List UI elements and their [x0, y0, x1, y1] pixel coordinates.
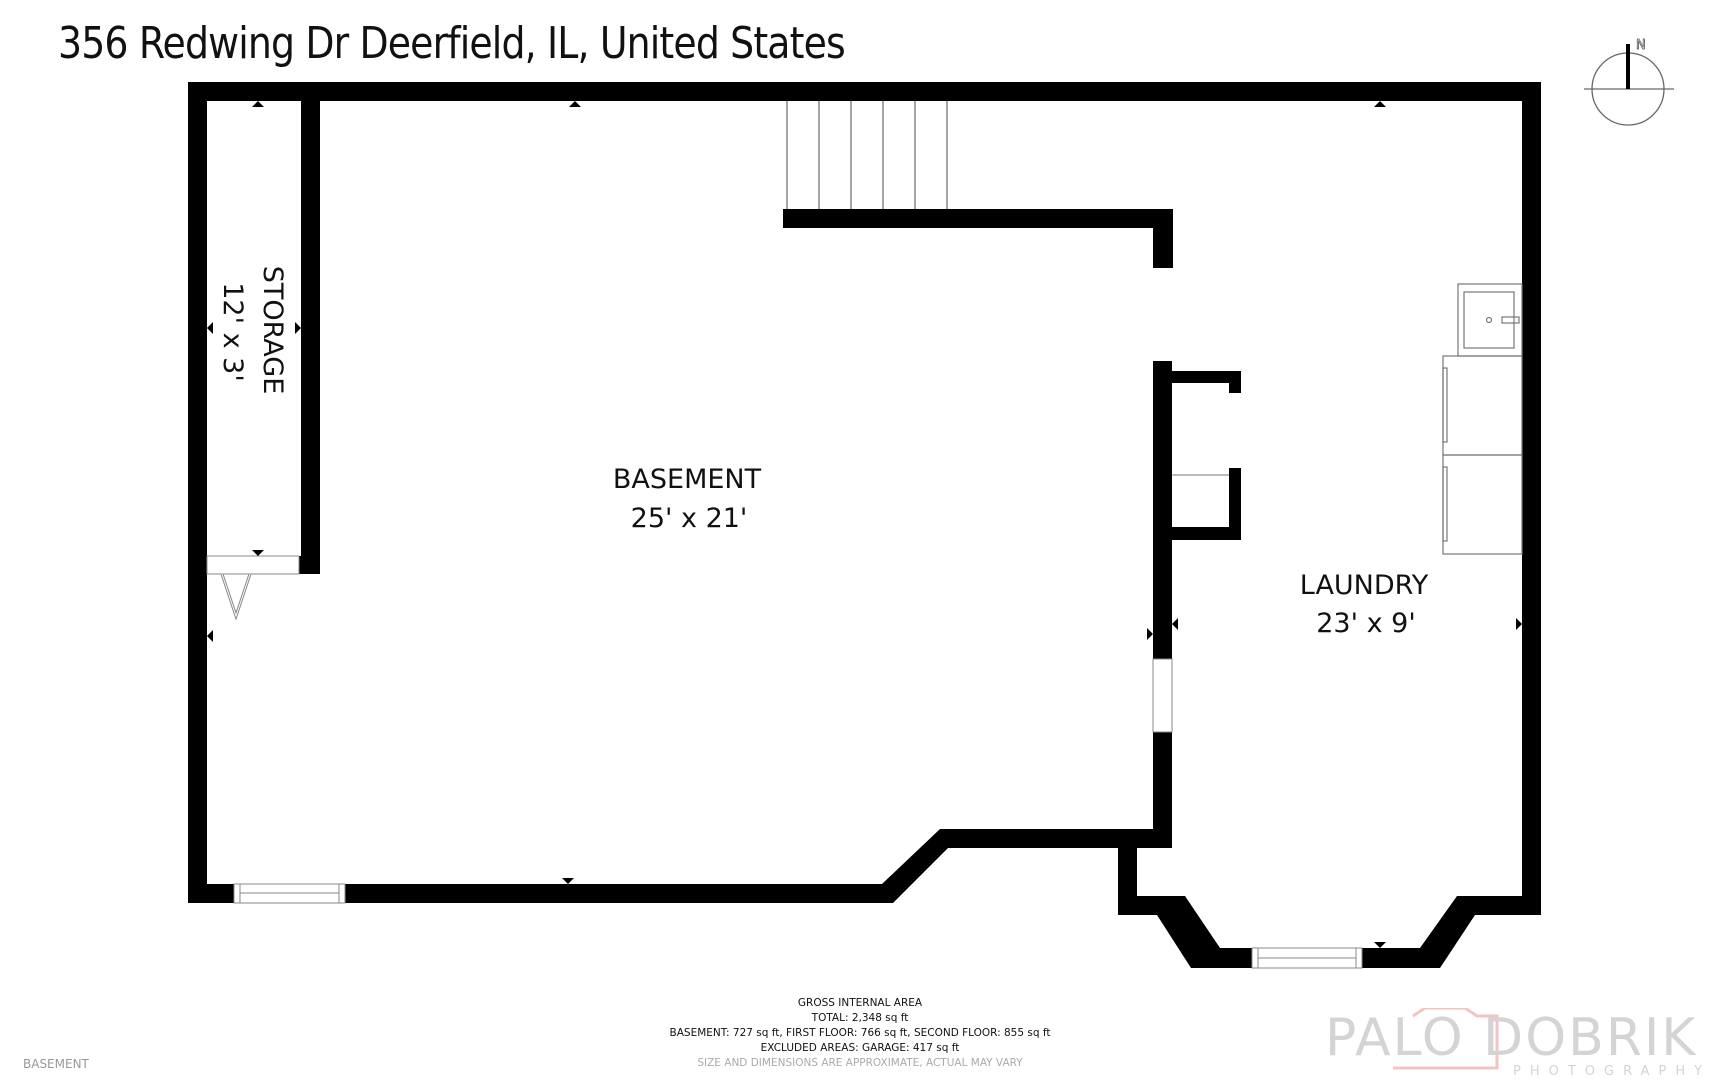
- camera-icon: [1393, 1008, 1499, 1070]
- room-name: STORAGE: [257, 266, 288, 395]
- dimension-markers: [207, 101, 1522, 948]
- room-storage: STORAGE 12' x 3': [217, 266, 288, 395]
- room-name: BASEMENT: [613, 464, 762, 495]
- page-title: 356 Redwing Dr Deerfield, IL, United Sta…: [58, 18, 846, 69]
- windows: [206, 555, 1363, 969]
- bifold-door-icon: [220, 573, 252, 621]
- area-excluded: EXCLUDED AREAS: GARAGE: 417 sq ft: [760, 1042, 960, 1054]
- staircase: [786, 101, 948, 209]
- room-basement: BASEMENT 25' x 21': [613, 464, 762, 534]
- window-laundry-bay: [1251, 947, 1363, 969]
- washer-dryer-icon: [1442, 355, 1523, 555]
- area-total: TOTAL: 2,348 sq ft: [811, 1012, 909, 1024]
- walls: [188, 82, 1541, 968]
- room-dimensions: 25' x 21': [631, 503, 748, 534]
- area-heading: GROSS INTERNAL AREA: [797, 997, 923, 1009]
- brand-tagline: PHOTOGRAPHY: [1513, 1064, 1712, 1079]
- floor-name-label: BASEMENT: [23, 1057, 89, 1071]
- window-basement-bottom: [233, 883, 346, 904]
- room-name: LAUNDRY: [1300, 570, 1429, 601]
- area-breakdown: BASEMENT: 727 sq ft, FIRST FLOOR: 766 sq…: [669, 1027, 1051, 1039]
- room-laundry: LAUNDRY 23' x 9': [1300, 570, 1429, 639]
- brand-name: PALO DOBRIK: [1325, 1008, 1698, 1068]
- room-dimensions: 12' x 3': [217, 282, 248, 382]
- room-dimensions: 23' x 9': [1316, 608, 1416, 639]
- brand-logo: PALO DOBRIK PHOTOGRAPHY: [1325, 1008, 1725, 1079]
- area-disclaimer: SIZE AND DIMENSIONS ARE APPROXIMATE, ACT…: [697, 1057, 1023, 1069]
- north-arrow-compass-icon: N: [1584, 38, 1674, 126]
- area-summary: GROSS INTERNAL AREA TOTAL: 2,348 sq ft B…: [600, 996, 1120, 1071]
- sink-icon: [1457, 283, 1523, 357]
- compass-north-label: N: [1636, 38, 1646, 53]
